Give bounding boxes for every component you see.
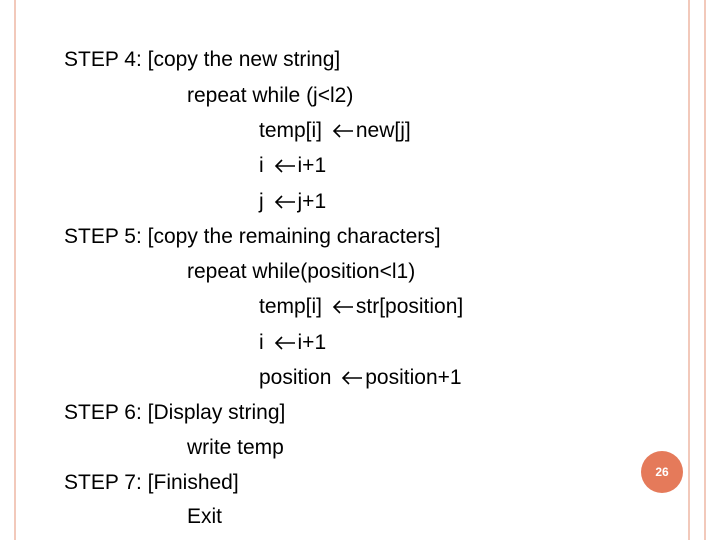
assignment-target: temp[i] — [259, 119, 323, 142]
repeat-text: repeat while (j<l2) — [187, 84, 354, 107]
step-5-repeat-line: repeat while(position<l1) — [187, 260, 415, 284]
write-line: write temp — [187, 436, 284, 460]
step-4-repeat-line: repeat while (j<l2) — [187, 84, 353, 108]
slide-right-decoration — [688, 0, 706, 540]
left-arrow-icon — [332, 124, 353, 138]
assignment-target: i — [259, 154, 264, 177]
assignment-target: temp[i] — [259, 295, 323, 318]
assignment-line: temp[i] new[j] — [259, 119, 411, 143]
page-number-badge: 26 — [641, 451, 683, 493]
assignment-value: i+1 — [297, 331, 327, 354]
write-text: write temp — [187, 436, 284, 459]
assignment-line: temp[i] str[position] — [259, 295, 463, 319]
step-4-heading: STEP 4: [copy the new string] — [64, 48, 340, 72]
assignment-value: i+1 — [297, 154, 327, 177]
left-arrow-icon — [332, 300, 353, 314]
assignment-value: j+1 — [297, 190, 327, 213]
repeat-text: repeat while(position<l1) — [187, 260, 416, 283]
left-arrow-icon — [274, 159, 295, 173]
assignment-target: position — [259, 366, 332, 389]
exit-line: Exit — [187, 505, 222, 529]
assignment-value: str[position] — [355, 295, 464, 318]
step-6-text: STEP 6: [Display string] — [64, 401, 286, 424]
left-arrow-icon — [274, 195, 295, 209]
assignment-line: i i+1 — [259, 154, 326, 178]
left-arrow-icon — [342, 371, 363, 385]
step-4-text: STEP 4: [copy the new string] — [64, 48, 341, 71]
step-6-heading: STEP 6: [Display string] — [64, 401, 285, 425]
assignment-target: j — [259, 190, 264, 213]
assignment-value: position+1 — [365, 366, 462, 389]
assignment-value: new[j] — [355, 119, 411, 142]
assignment-line: i i+1 — [259, 331, 326, 355]
slide-border — [14, 0, 706, 540]
step-7-heading: STEP 7: [Finished] — [64, 471, 239, 495]
left-arrow-icon — [274, 336, 295, 350]
exit-text: Exit — [187, 505, 223, 528]
assignment-line: j j+1 — [259, 190, 326, 214]
step-5-text: STEP 5: [copy the remaining characters] — [64, 225, 441, 248]
assignment-target: i — [259, 331, 264, 354]
step-5-heading: STEP 5: [copy the remaining characters] — [64, 225, 441, 249]
assignment-line: position position+1 — [259, 366, 462, 390]
step-7-text: STEP 7: [Finished] — [64, 471, 239, 494]
